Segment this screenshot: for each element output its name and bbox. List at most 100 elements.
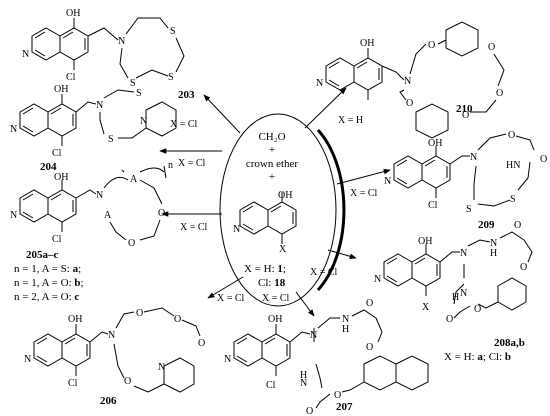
arrow-label-210: X = H [338, 115, 363, 126]
center-x-label: X [279, 244, 287, 255]
variant-205c: n = 2, A = O: c [14, 291, 79, 303]
variants-208: X = H: a; Cl: b [444, 351, 511, 363]
svg-text:Cl: Cl [66, 72, 76, 83]
svg-text:OH: OH [54, 84, 68, 95]
label-203: 203 [178, 89, 195, 101]
svg-text:N: N [300, 378, 307, 389]
svg-text:O: O [158, 208, 165, 219]
svg-text:OH: OH [54, 172, 68, 183]
arrow-to-210 [304, 87, 347, 129]
svg-text:HN: HN [506, 160, 520, 171]
center-ellipse [219, 113, 337, 307]
reagent-line-4: + [269, 171, 275, 183]
arrows: X = Cl X = H X = Cl X = Cl X = Cl X = Cl… [159, 87, 391, 317]
svg-text:O: O [124, 376, 131, 387]
arrow-to-209 [336, 168, 391, 185]
center-condition-2: Cl: 18 [258, 277, 286, 289]
center-n-label: N [233, 224, 240, 235]
svg-text:Cl: Cl [428, 200, 438, 211]
compound-206: OH N Cl N O O O N O 206 [24, 307, 205, 407]
svg-text:Cl: Cl [68, 378, 78, 389]
svg-text:N: N [118, 36, 125, 47]
compound-210: OH N N O O O O O 210 [316, 21, 505, 139]
svg-text:O: O [462, 110, 469, 121]
svg-text:O: O [428, 40, 435, 51]
svg-text:O: O [136, 308, 143, 319]
svg-text:N: N [10, 210, 17, 221]
svg-text:O: O [446, 314, 453, 325]
arrow-label-205: X = Cl [180, 222, 208, 233]
center-condition-1: X = H: 1; [244, 263, 286, 275]
arrow-to-208 [327, 249, 357, 259]
svg-text:S: S [170, 26, 176, 37]
svg-text:n: n [168, 160, 173, 171]
reagent-line-1: CH₂O [258, 131, 285, 143]
label-204: 204 [40, 161, 57, 173]
svg-text:O: O [496, 88, 503, 99]
svg-text:N: N [470, 152, 477, 163]
label-210: 210 [456, 103, 473, 115]
svg-text:N: N [108, 330, 115, 341]
svg-text:H: H [452, 292, 459, 303]
svg-text:N: N [490, 238, 497, 249]
center-reagents: CH₂O + crown ether + OH N X X = H: 1; Cl… [219, 113, 346, 307]
svg-text:N: N [460, 248, 467, 259]
svg-text:N: N [10, 124, 17, 135]
arrow-label-209: X = Cl [350, 188, 378, 199]
compound-205: OH N Cl N A n O O A 205a–c n = 1, A = S:… [10, 160, 173, 303]
arrow-label-204: X = Cl [178, 158, 206, 169]
svg-text:H: H [300, 370, 307, 381]
label-209: 209 [478, 219, 495, 231]
svg-text:H: H [342, 324, 349, 335]
center-oh-label: OH [278, 190, 292, 201]
svg-text:OH: OH [360, 38, 374, 49]
compound-209: OH N Cl N O HN O S S 209 [384, 130, 547, 231]
svg-text:S: S [510, 194, 516, 205]
label-205: 205a–c [26, 249, 59, 261]
svg-text:H: H [490, 248, 497, 259]
svg-text:N: N [140, 116, 147, 127]
svg-text:O: O [520, 262, 527, 273]
svg-text:N: N [96, 190, 103, 201]
svg-text:Cl: Cl [266, 380, 276, 391]
svg-text:O: O [514, 220, 521, 231]
svg-text:O: O [366, 342, 373, 353]
compound-208: OH N X N N H O O O O N H 208a,b X = H: a… [374, 220, 533, 363]
svg-text:S: S [130, 78, 136, 89]
svg-text:S: S [466, 204, 472, 215]
svg-text:A: A [104, 210, 112, 221]
svg-text:S: S [168, 72, 174, 83]
svg-text:OH: OH [66, 8, 80, 19]
svg-text:OH: OH [268, 314, 282, 325]
svg-text:O: O [366, 298, 373, 309]
reagent-line-2: + [269, 144, 275, 156]
svg-text:Cl: Cl [52, 148, 62, 159]
svg-text:N: N [96, 100, 103, 111]
svg-text:OH: OH [418, 236, 432, 247]
reagent-line-3: crown ether [246, 158, 299, 170]
svg-text:O: O [198, 338, 205, 349]
svg-text:O: O [406, 98, 413, 109]
svg-text:OH: OH [428, 138, 442, 149]
svg-text:O: O [174, 314, 181, 325]
svg-text:O: O [128, 238, 135, 249]
arrow-label-203: X = Cl [170, 119, 198, 130]
svg-text:N: N [342, 314, 349, 325]
svg-text:N: N [404, 76, 411, 87]
label-206: 206 [100, 395, 117, 407]
svg-text:N: N [224, 354, 231, 365]
arrow-label-207: X = Cl [262, 293, 290, 304]
svg-text:N: N [460, 288, 467, 299]
svg-text:N: N [24, 354, 31, 365]
label-208: 208a,b [494, 337, 525, 349]
svg-text:N: N [316, 78, 323, 89]
arrow-to-203 [203, 94, 241, 134]
center-ellipse-thick-edge [316, 128, 346, 292]
svg-text:O: O [488, 42, 495, 53]
arrow-to-206 [207, 276, 244, 299]
svg-text:O: O [540, 154, 547, 165]
svg-text:O: O [474, 304, 481, 315]
svg-text:O: O [306, 406, 313, 416]
svg-text:S: S [108, 134, 114, 145]
